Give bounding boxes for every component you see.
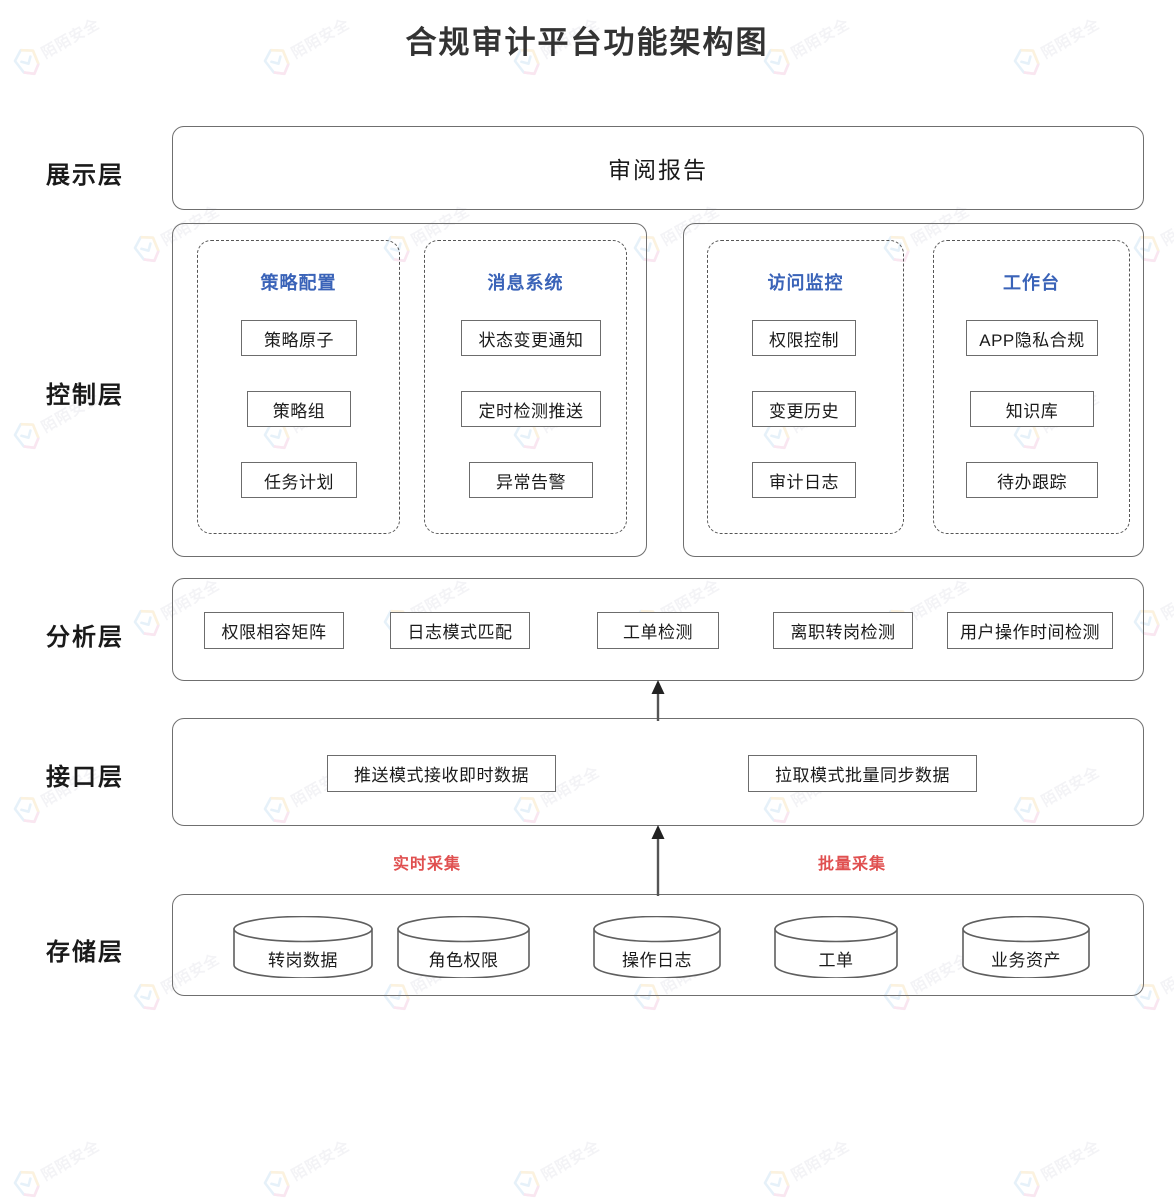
cylinder-operation-log[interactable]: 操作日志 — [592, 916, 722, 978]
brand-logo-icon — [13, 796, 40, 824]
watermark-text: 陌陌安全 — [1158, 575, 1174, 623]
brand-logo-icon — [263, 1170, 290, 1198]
node-permission-control[interactable]: 权限控制 — [752, 320, 856, 356]
watermark-text: 陌陌安全 — [538, 1136, 603, 1184]
brand-logo-icon — [13, 1170, 40, 1198]
node-resign-transfer-detection[interactable]: 离职转岗检测 — [773, 612, 913, 649]
brand-logo-icon — [763, 1170, 790, 1198]
brand-logo-icon — [513, 1170, 540, 1198]
watermark-text: 陌陌安全 — [1038, 1136, 1103, 1184]
watermark-tile: 陌陌安全 — [9, 1131, 105, 1204]
node-log-pattern-match[interactable]: 日志模式匹配 — [390, 612, 530, 649]
watermark-tile: 陌陌安全 — [759, 1131, 855, 1204]
interface-layer-box — [172, 718, 1144, 826]
group-title-workbench: 工作台 — [1003, 273, 1060, 293]
node-policy-group[interactable]: 策略组 — [247, 391, 351, 427]
watermark-text: 陌陌安全 — [38, 1136, 103, 1184]
node-task-plan[interactable]: 任务计划 — [241, 462, 357, 498]
node-pull-mode-batch[interactable]: 拉取模式批量同步数据 — [748, 755, 977, 792]
node-todo-tracking[interactable]: 待办跟踪 — [966, 462, 1098, 498]
layer-label-storage: 存储层 — [46, 939, 124, 966]
node-scheduled-detect-push[interactable]: 定时检测推送 — [461, 391, 601, 427]
layer-label-interface: 接口层 — [46, 764, 124, 791]
node-user-op-time-detection[interactable]: 用户操作时间检测 — [947, 612, 1113, 649]
node-ticket-detection[interactable]: 工单检测 — [597, 612, 719, 649]
layer-label-analysis: 分析层 — [46, 624, 124, 651]
group-title-message-system: 消息系统 — [487, 273, 564, 293]
brand-logo-icon — [133, 235, 160, 263]
brand-logo-icon — [133, 983, 160, 1011]
group-title-access-monitor: 访问监控 — [767, 273, 844, 293]
node-policy-atom[interactable]: 策略原子 — [241, 320, 357, 356]
cylinder-transfer-data[interactable]: 转岗数据 — [232, 916, 374, 978]
layer-label-presentation: 展示层 — [46, 162, 124, 189]
node-push-mode-realtime[interactable]: 推送模式接收即时数据 — [327, 755, 556, 792]
arrow-label-batch-collect: 批量采集 — [818, 856, 887, 873]
watermark-tile: 陌陌安全 — [1009, 1131, 1105, 1204]
control-group-workbench: 工作台 — [933, 240, 1130, 534]
group-title-policy-config: 策略配置 — [260, 273, 337, 293]
watermark-tile: 陌陌安全 — [509, 1131, 605, 1204]
arrow-interface-to-analysis — [645, 679, 671, 726]
node-permission-compat-matrix[interactable]: 权限相容矩阵 — [204, 612, 344, 649]
watermark-text: 陌陌安全 — [788, 1136, 853, 1184]
watermark-tile: 陌陌安全 — [259, 1131, 355, 1204]
cylinder-ticket[interactable]: 工单 — [773, 916, 899, 978]
control-group-message-system: 消息系统 — [424, 240, 627, 534]
node-knowledge-base[interactable]: 知识库 — [970, 391, 1094, 427]
brand-logo-icon — [1013, 1170, 1040, 1198]
watermark-text: 陌陌安全 — [288, 1136, 353, 1184]
presentation-layer-box — [172, 126, 1144, 210]
brand-logo-icon — [13, 422, 40, 450]
control-group-access-monitor: 访问监控 — [707, 240, 904, 534]
layer-label-control: 控制层 — [46, 382, 124, 409]
cylinder-business-asset[interactable]: 业务资产 — [961, 916, 1091, 978]
control-group-policy-config: 策略配置 — [197, 240, 400, 534]
node-audit-log[interactable]: 审计日志 — [752, 462, 856, 498]
arrow-storage-to-interface — [645, 824, 671, 901]
node-change-history[interactable]: 变更历史 — [752, 391, 856, 427]
brand-logo-icon — [133, 609, 160, 637]
node-status-change-notify[interactable]: 状态变更通知 — [461, 320, 601, 356]
presentation-node-review-report[interactable]: 审阅报告 — [608, 157, 708, 183]
control-layer-left-container — [172, 223, 647, 557]
cylinder-role-permission[interactable]: 角色权限 — [396, 916, 531, 978]
node-anomaly-alert[interactable]: 异常告警 — [469, 462, 593, 498]
arrow-label-realtime-collect: 实时采集 — [393, 856, 462, 873]
watermark-text: 陌陌安全 — [1158, 201, 1174, 249]
node-app-privacy-compliance[interactable]: APP隐私合规 — [966, 320, 1098, 356]
page-title: 合规审计平台功能架构图 — [405, 25, 769, 60]
control-layer-right-container — [683, 223, 1144, 557]
watermark-text: 陌陌安全 — [1158, 949, 1174, 997]
